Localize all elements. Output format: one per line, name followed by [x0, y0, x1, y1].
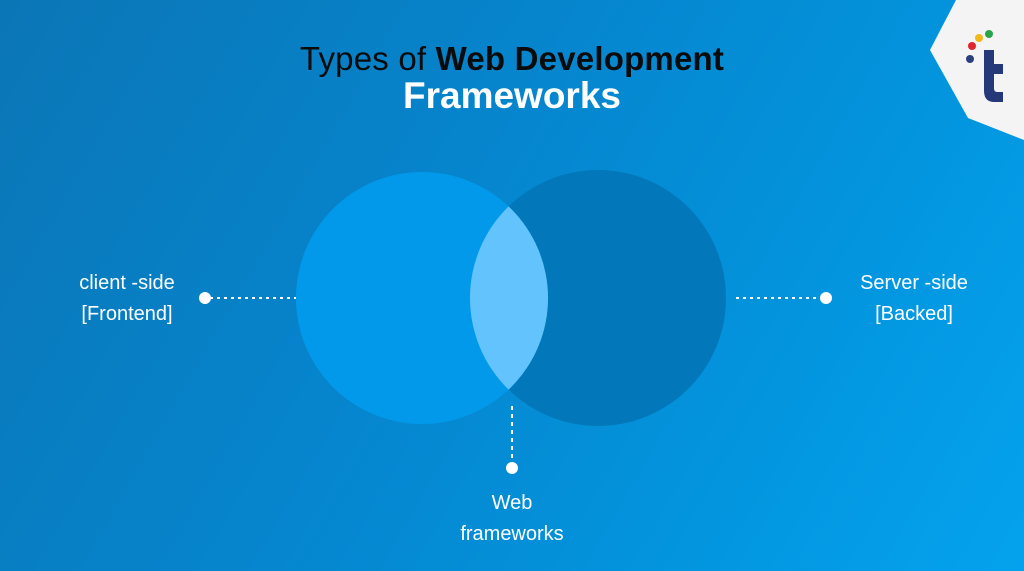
- server-side-label-line2: [Backed]: [875, 303, 953, 325]
- title-light-text: Types of: [299, 40, 436, 77]
- bottom-connector-dot: [506, 462, 518, 474]
- web-frameworks-label: Web frameworks: [432, 488, 592, 550]
- client-side-circle: [296, 172, 548, 424]
- server-side-label: Server -side [Backed]: [834, 268, 994, 330]
- server-side-circle: [470, 170, 726, 426]
- left-connector-dot: [199, 292, 211, 304]
- techaheadish-t-logo-icon: [966, 30, 1003, 102]
- page-title: Types of Web Development Frameworks: [0, 38, 1024, 116]
- logo-badge: [930, 0, 1024, 140]
- web-frameworks-label-line2: frameworks: [460, 523, 564, 545]
- client-side-label-line1: client -side: [79, 272, 175, 294]
- right-connector-dot: [820, 292, 832, 304]
- server-side-label-line1: Server -side: [860, 272, 968, 294]
- client-side-label: client -side [Frontend]: [52, 268, 202, 330]
- title-bold-text: Web Development: [435, 40, 725, 77]
- client-side-label-line2: [Frontend]: [81, 303, 173, 325]
- title-line-1: Types of Web Development: [0, 38, 1024, 80]
- web-frameworks-label-line1: Web: [491, 492, 533, 514]
- title-line-2: Frameworks: [403, 75, 621, 116]
